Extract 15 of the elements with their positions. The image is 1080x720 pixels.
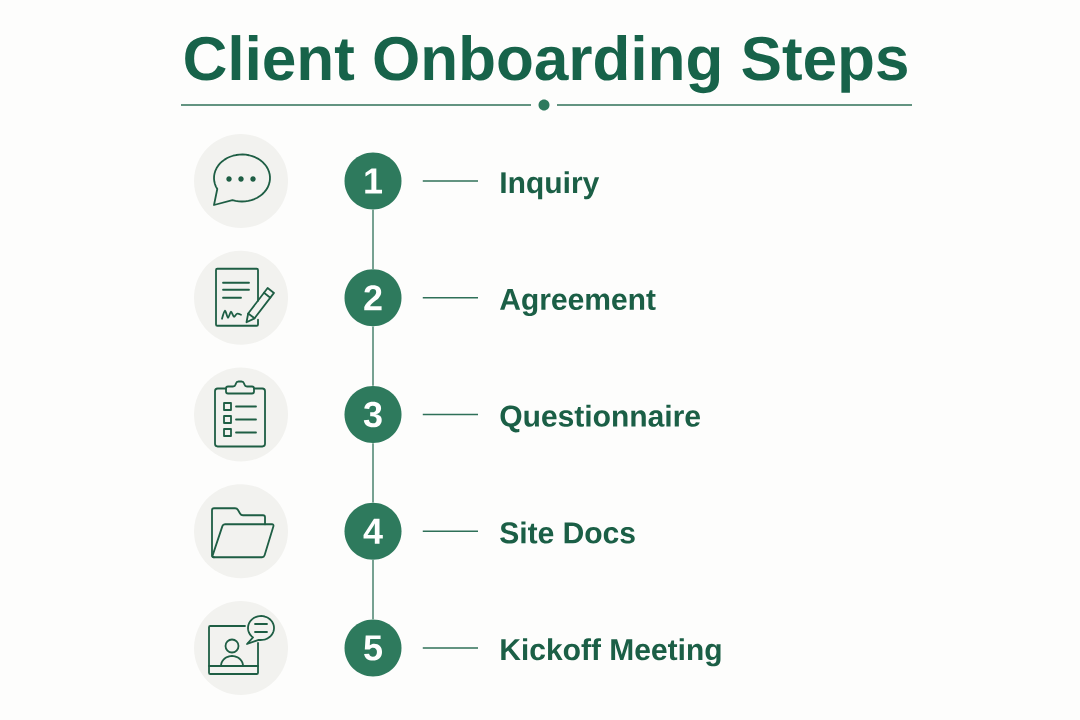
step-label: Site Docs — [500, 521, 635, 544]
title: Client Onboarding Steps — [185, 35, 907, 94]
step-label: Kickoff Meeting — [501, 638, 721, 667]
step-label: Agreement — [500, 289, 656, 317]
step-label: Questionnaire — [500, 404, 700, 433]
connector-line — [372, 442, 374, 504]
connector-line — [372, 325, 374, 387]
connector-line — [422, 530, 479, 532]
connector-line — [422, 413, 479, 416]
connector-line — [422, 297, 479, 299]
connector-line — [422, 647, 479, 649]
connector-line — [422, 180, 479, 182]
step-label: Inquiry — [501, 171, 600, 200]
connector-line — [372, 559, 374, 620]
connector-line — [372, 209, 374, 270]
